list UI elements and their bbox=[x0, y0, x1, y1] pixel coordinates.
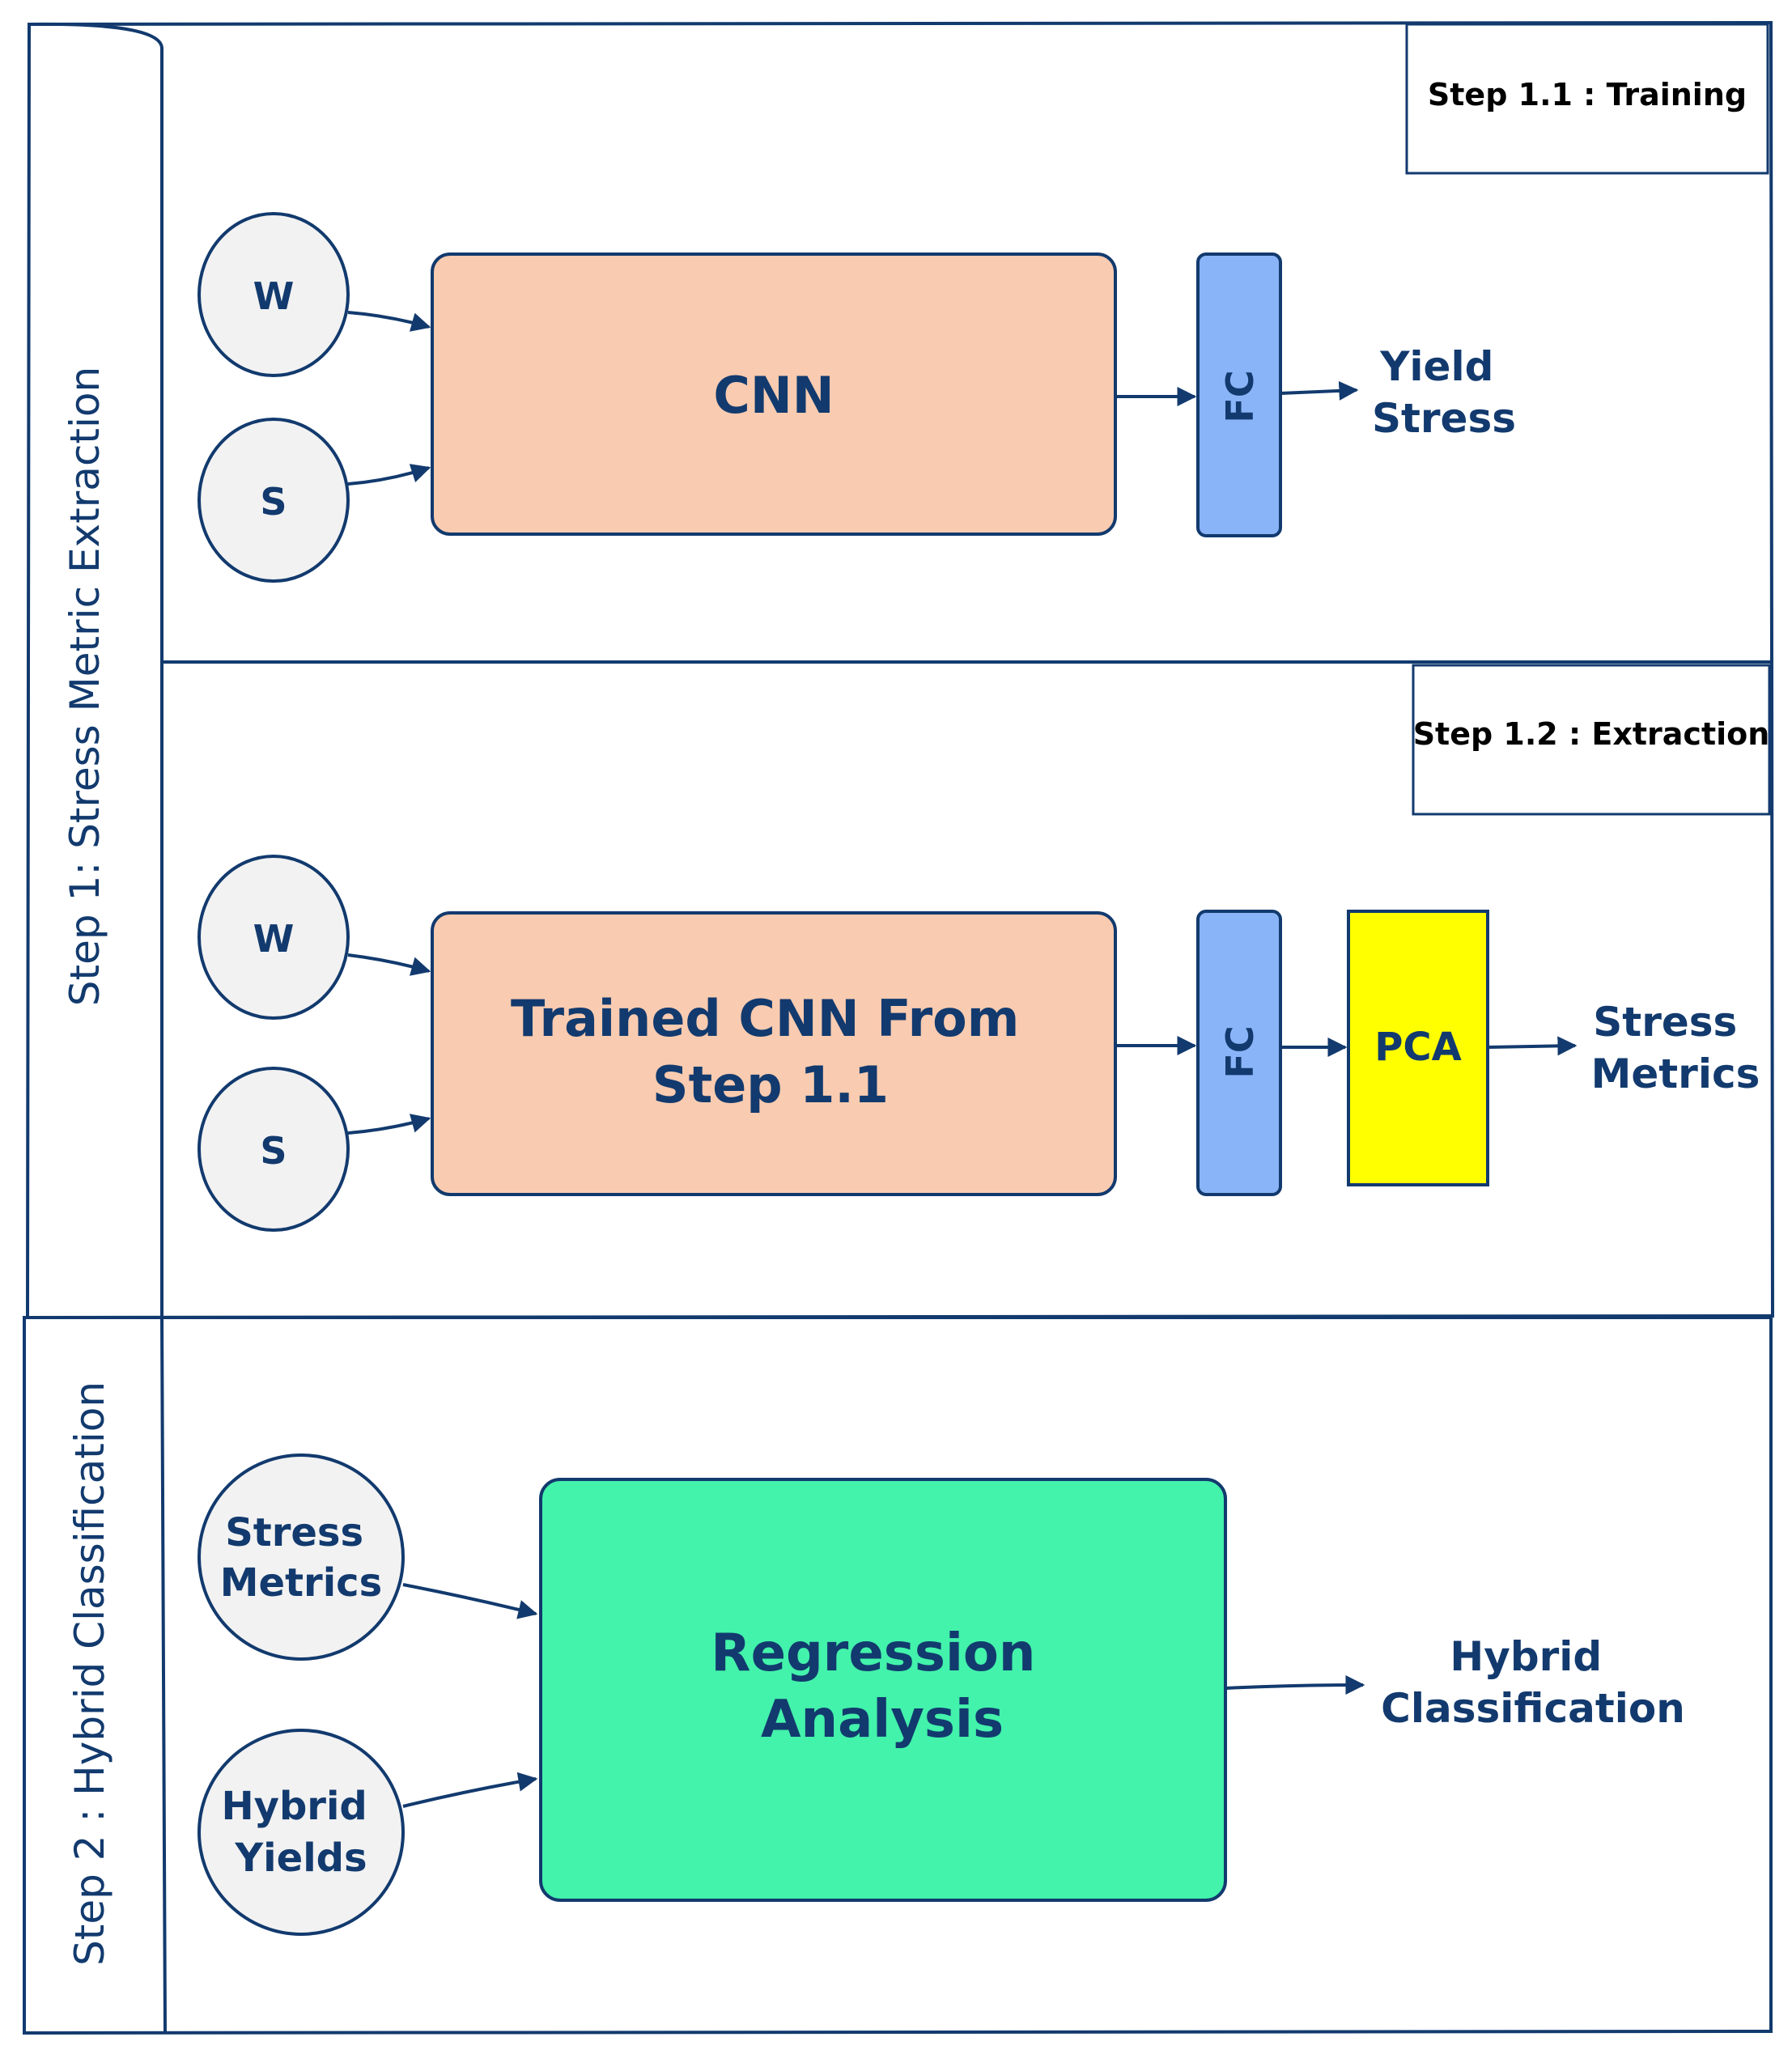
yield-stress-output: Yield Stress bbox=[1372, 343, 1516, 442]
hybrid-yields-input-line1: Hybrid bbox=[221, 1784, 367, 1829]
step2-label: Step 2 : Hybrid Classification bbox=[66, 1381, 113, 1966]
regression-line1: Regression bbox=[711, 1623, 1035, 1683]
stress-metrics-line2: Metrics bbox=[1591, 1050, 1760, 1097]
training-fc-label: FC bbox=[1218, 370, 1262, 422]
stress-metrics-output: Stress Metrics bbox=[1591, 999, 1760, 1097]
extraction-input-w-node: W bbox=[197, 855, 350, 1020]
regression-analysis-box: Regression Analysis bbox=[539, 1478, 1227, 1902]
hybrid-yields-input-node: Hybrid Yields bbox=[197, 1729, 405, 1936]
trained-cnn-box: Trained CNN From Step 1.1 bbox=[431, 911, 1117, 1196]
cnn-box: CNN bbox=[431, 253, 1117, 536]
hybrid-classification-output: Hybrid Classification bbox=[1381, 1633, 1685, 1732]
arrow-fc-to-yield bbox=[1280, 380, 1359, 401]
arrow-pca-to-stress-metrics bbox=[1487, 1036, 1578, 1056]
yield-stress-line2: Stress bbox=[1372, 395, 1516, 442]
training-input-s-node: S bbox=[197, 418, 350, 583]
stress-metrics-line1: Stress bbox=[1593, 999, 1737, 1046]
step1-label: Step 1: Stress Metric Extraction bbox=[62, 367, 108, 1006]
extraction-input-s-node: S bbox=[197, 1067, 350, 1232]
training-input-w-node: W bbox=[197, 212, 350, 377]
hybrid-yields-input-line2: Yields bbox=[234, 1835, 367, 1881]
hybrid-yields-input-label: Hybrid Yields bbox=[221, 1784, 380, 1881]
arrow-regression-to-output bbox=[1225, 1675, 1365, 1695]
pca-box: PCA bbox=[1347, 910, 1489, 1186]
hybrid-classification-line1: Hybrid bbox=[1450, 1633, 1602, 1680]
step2-frame bbox=[23, 1316, 1773, 2035]
yield-stress-line1: Yield bbox=[1379, 343, 1493, 390]
extraction-input-w-label: W bbox=[253, 917, 295, 961]
extraction-fc-label: FC bbox=[1218, 1025, 1262, 1078]
arrow-w-to-cnn bbox=[347, 311, 431, 332]
arrow-stress-metrics-to-regression bbox=[402, 1583, 538, 1619]
pca-label: PCA bbox=[1374, 1025, 1462, 1070]
training-fc-box: FC bbox=[1196, 253, 1282, 537]
arrow-w-to-trained-cnn bbox=[347, 953, 431, 976]
trained-cnn-label: Trained CNN From Step 1.1 bbox=[511, 989, 1037, 1114]
step1-1-tag-text: Step 1.1 : Training bbox=[1428, 77, 1747, 112]
hybrid-classification-line2: Classification bbox=[1381, 1685, 1685, 1732]
step1-2-tag-text: Step 1.2 : Extraction bbox=[1413, 716, 1770, 752]
regression-analysis-label: Regression Analysis bbox=[711, 1623, 1053, 1750]
cnn-label: CNN bbox=[713, 366, 834, 425]
training-input-s-label: S bbox=[260, 480, 287, 524]
arrow-hybrid-yields-to-regression bbox=[402, 1772, 538, 1808]
step1-2-tag: Step 1.2 : Extraction bbox=[1412, 664, 1771, 816]
stress-metrics-input-line1: Stress bbox=[225, 1510, 363, 1555]
extraction-fc-box: FC bbox=[1196, 910, 1282, 1196]
step1-1-tag: Step 1.1 : Training bbox=[1405, 23, 1769, 175]
stress-metrics-input-node: Stress Metrics bbox=[197, 1454, 405, 1661]
training-input-w-label: W bbox=[253, 274, 295, 318]
regression-line2: Analysis bbox=[761, 1690, 1004, 1750]
stress-metrics-input-line2: Metrics bbox=[220, 1560, 382, 1606]
arrow-s-to-trained-cnn bbox=[347, 1114, 431, 1135]
arrow-s-to-cnn bbox=[347, 464, 431, 486]
trained-cnn-line2: Step 1.1 bbox=[652, 1055, 889, 1114]
stress-metrics-input-label: Stress Metrics bbox=[220, 1510, 382, 1606]
extraction-input-s-label: S bbox=[260, 1129, 287, 1173]
trained-cnn-line1: Trained CNN From bbox=[511, 989, 1019, 1048]
